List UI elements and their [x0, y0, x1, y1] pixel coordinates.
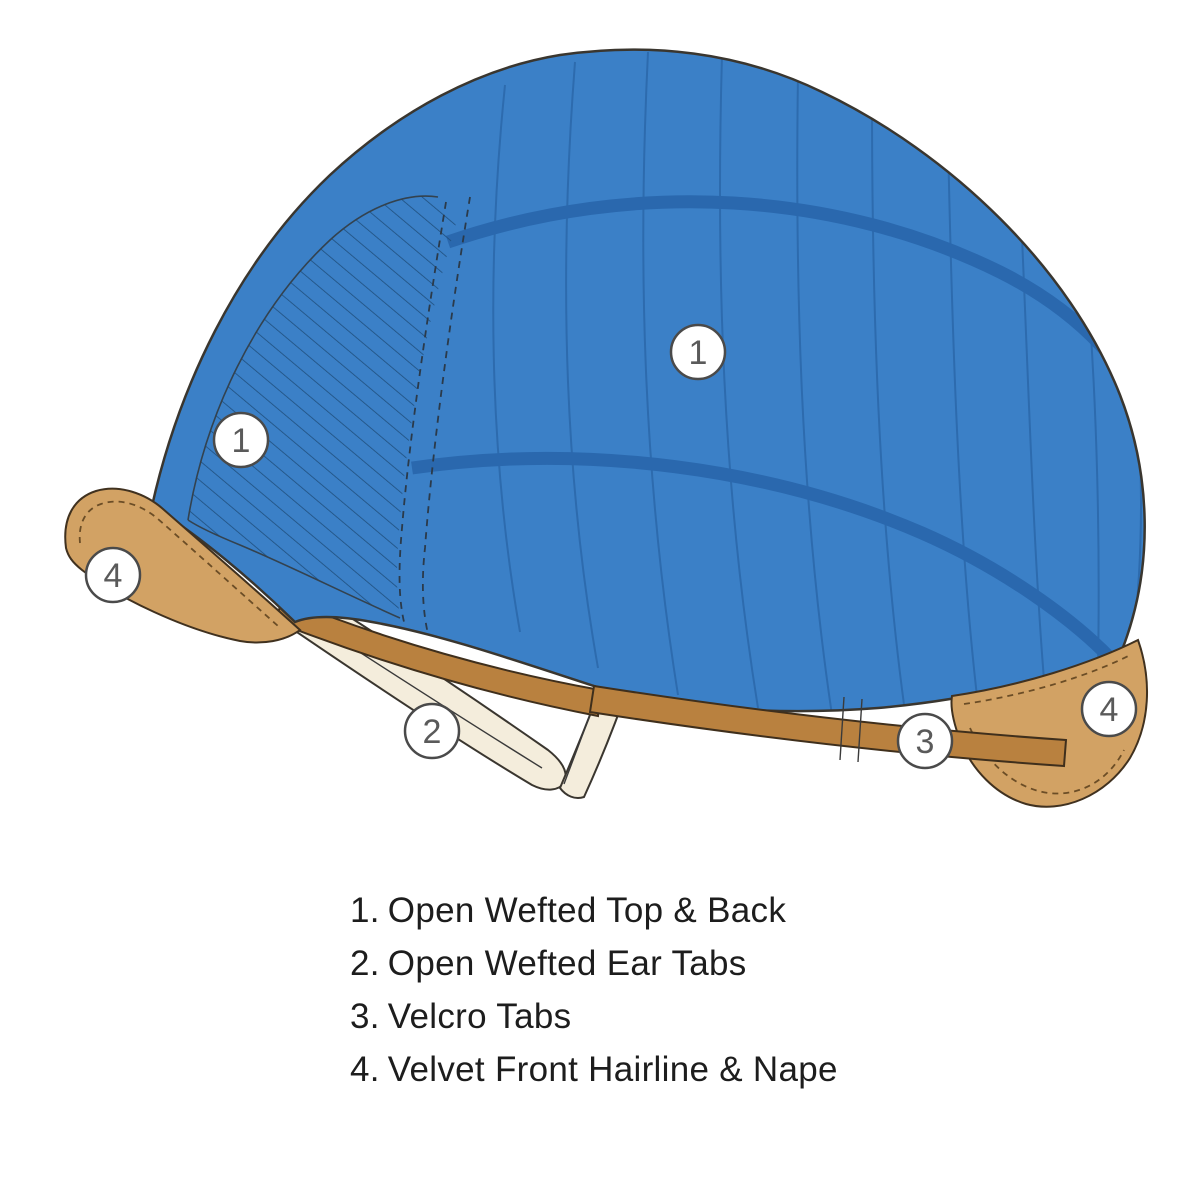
legend-item: 3. Velcro Tabs	[350, 990, 838, 1043]
legend-item-label: Velcro Tabs	[387, 997, 572, 1036]
front-weft-section	[187, 195, 471, 635]
callout-open-wefted-top-back: 1	[669, 323, 727, 381]
weft-line	[492, 84, 521, 633]
legend-item-label: Open Wefted Ear Tabs	[387, 944, 747, 983]
legend-item: 4. Velvet Front Hairline & Nape	[350, 1043, 838, 1096]
nape-stitch	[969, 727, 1125, 795]
callout-nape: 4	[1080, 680, 1138, 738]
callout-circle	[212, 411, 270, 469]
callout-circle	[84, 546, 142, 604]
callout-circle	[896, 712, 954, 770]
callout-ear-tab: 2	[403, 702, 461, 760]
velcro-tab-divider	[857, 698, 863, 763]
legend-item: 1. Open Wefted Top & Back	[350, 884, 838, 937]
weft-line	[565, 61, 599, 669]
legend-item-label: Open Wefted Top & Back	[387, 891, 787, 930]
nape-stitch	[963, 653, 1133, 705]
cap-body	[150, 48, 1146, 713]
front-weft-hatch	[188, 196, 457, 619]
weft-line	[1019, 191, 1046, 693]
callout-front-hairline: 4	[84, 546, 142, 604]
legend-item-number: 1.	[350, 891, 380, 930]
cap-outline	[150, 48, 1146, 713]
front-section-edge	[187, 195, 439, 521]
weft-line	[871, 99, 906, 712]
legend-item-label: Velvet Front Hairline & Nape	[387, 1050, 838, 1089]
callout-circle	[669, 323, 727, 381]
strap-front-segment	[274, 596, 602, 718]
callout-circle	[403, 702, 461, 760]
velcro-tab-divider	[839, 696, 845, 761]
callout-number: 1	[232, 422, 251, 460]
legend: 1. Open Wefted Top & Back 2. Open Wefted…	[350, 884, 838, 1096]
weft-line	[796, 71, 833, 712]
callout-number: 1	[689, 334, 708, 372]
callout-velcro-tab: 3	[896, 712, 954, 770]
callout-number: 4	[1100, 691, 1119, 729]
weft-line	[718, 54, 759, 709]
front-hairline-stitch	[78, 500, 279, 627]
weft-line	[947, 139, 979, 706]
legend-item-number: 2.	[350, 944, 380, 983]
seam-dashed-line	[421, 196, 471, 635]
callout-open-wefted-front: 1	[212, 411, 270, 469]
nape-velvet	[950, 638, 1149, 808]
front-section-edge	[187, 519, 401, 619]
callout-number: 2	[423, 713, 442, 751]
cap-band	[411, 451, 1117, 665]
callout-number: 4	[104, 557, 123, 595]
legend-item-number: 3.	[350, 997, 380, 1036]
weft-lines	[492, 51, 1142, 712]
callout-number: 3	[916, 723, 935, 761]
weft-line	[642, 51, 679, 696]
legend-item: 2. Open Wefted Ear Tabs	[350, 937, 838, 990]
callout-circle	[1080, 680, 1138, 738]
legend-item-number: 4.	[350, 1050, 380, 1089]
